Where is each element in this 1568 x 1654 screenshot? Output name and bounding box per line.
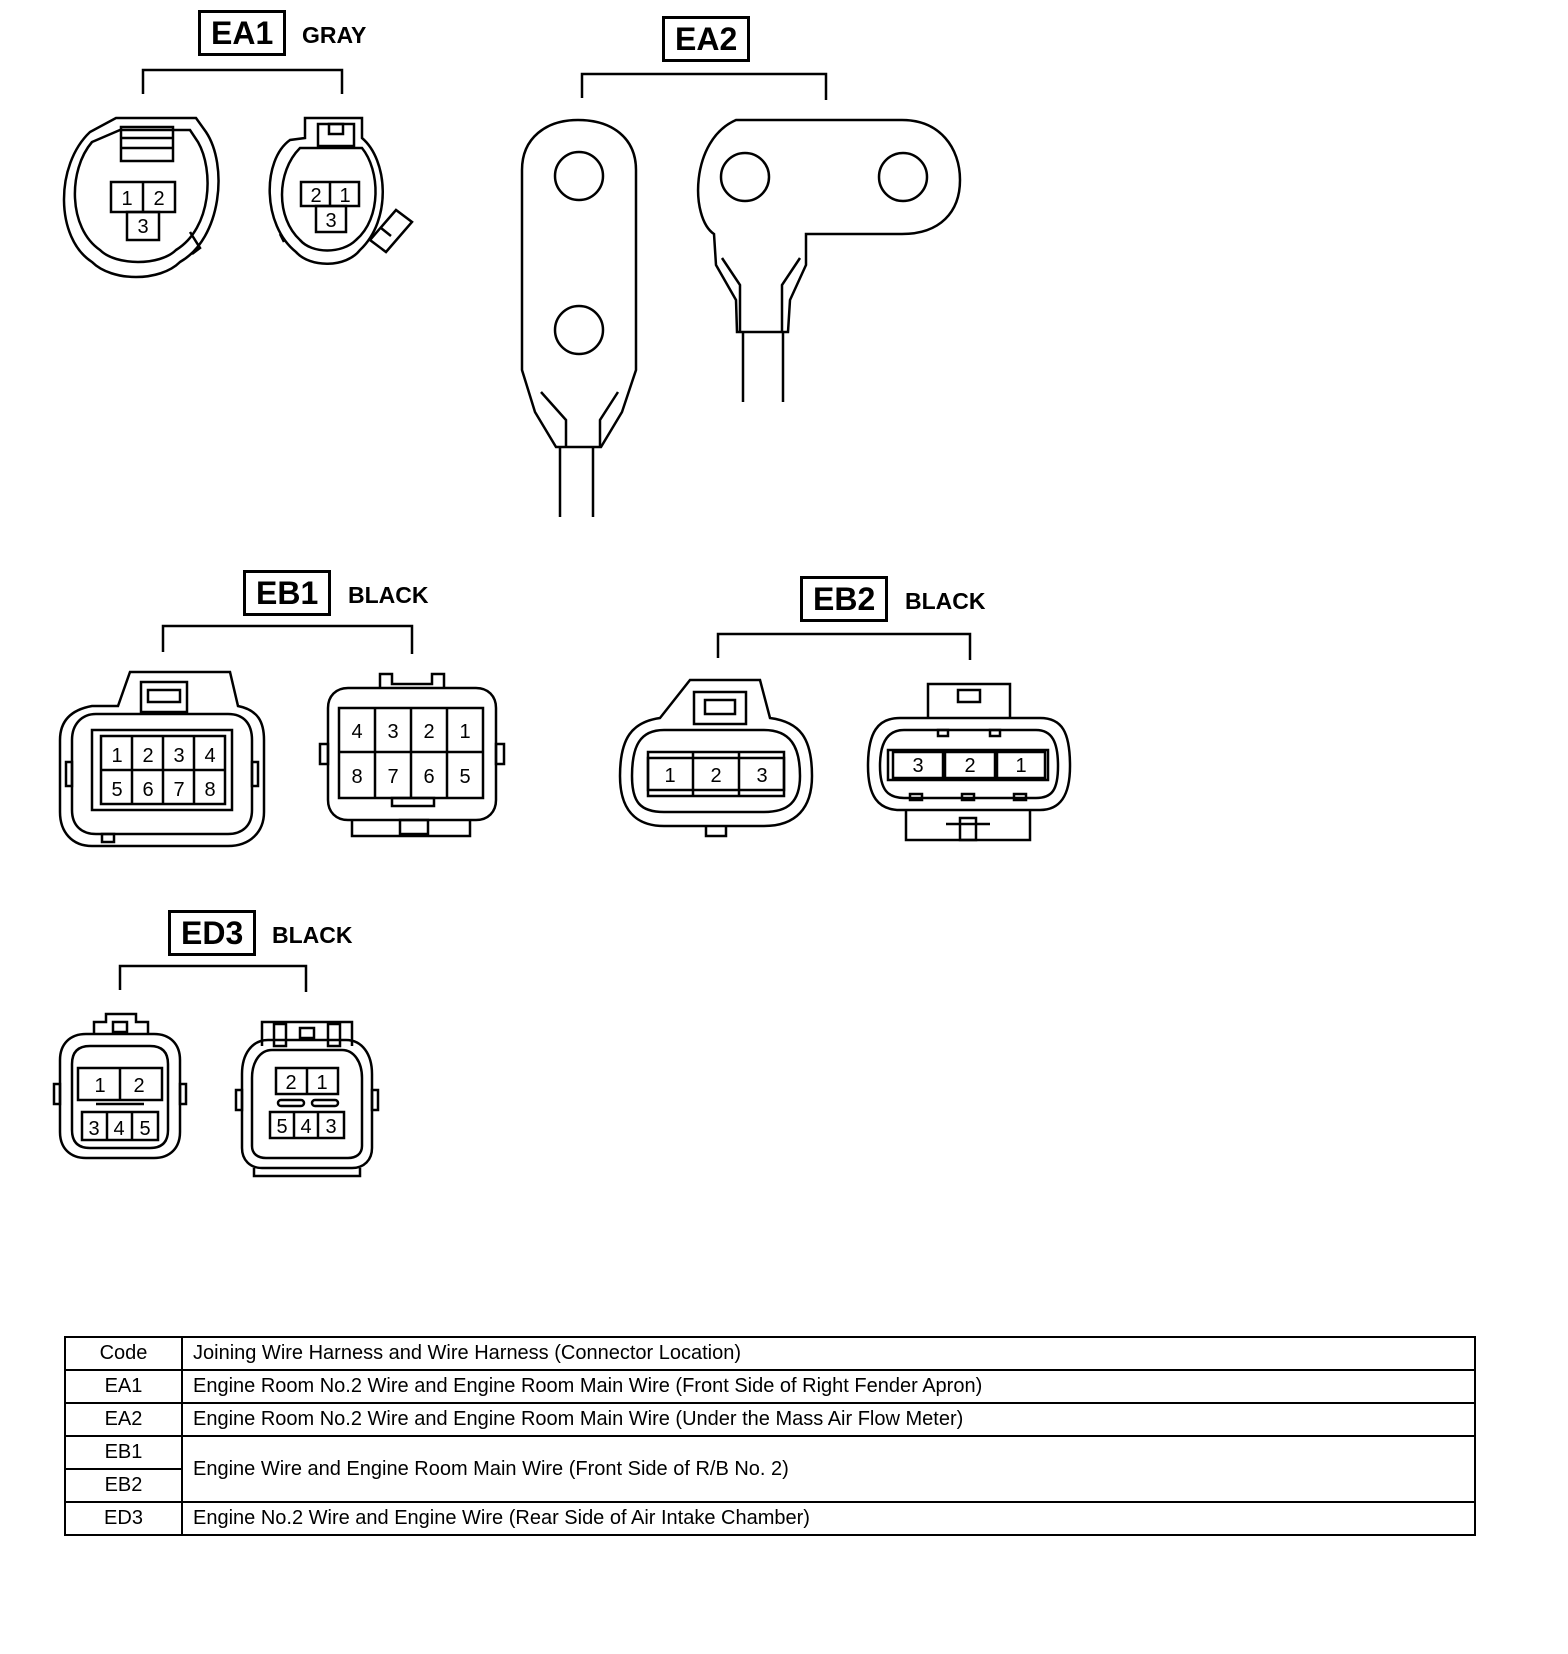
eb1-right-pin: 1 [459, 721, 470, 743]
ed3-right-pin: 3 [325, 1116, 336, 1138]
ed3-left-pin: 5 [139, 1118, 150, 1140]
eb1-right-pin: 2 [423, 721, 434, 743]
row-code: EA2 [64, 1402, 183, 1437]
ed3-left-pin: 3 [88, 1118, 99, 1140]
eb2-left-pin: 2 [710, 765, 721, 787]
eb2-code: EB2 [800, 576, 889, 622]
table-row: EA1 Engine Room No.2 Wire and Engine Roo… [64, 1369, 1476, 1404]
eb2-color: BLACK [905, 588, 986, 614]
row-code: EA1 [64, 1369, 183, 1404]
eb1-left-pin: 2 [142, 745, 153, 767]
ea1-left-pin: 3 [137, 216, 148, 238]
ea1-left-connector [62, 116, 220, 279]
table-row: EB1 Engine Wire and Engine Room Main Wir… [64, 1435, 1476, 1503]
ed3-left-pin: 2 [133, 1075, 144, 1097]
eb1-left-connector [58, 670, 266, 848]
eb1-right-pin: 4 [351, 721, 362, 743]
connector-diagrams: 1 2 3 2 1 3 [52, 68, 1072, 1178]
ea2-right-terminal [696, 118, 962, 402]
ed3-bracket [118, 964, 308, 992]
eb2-right-connector [866, 682, 1072, 842]
eb1-right-connector [318, 672, 506, 838]
row-desc: Engine Room No.2 Wire and Engine Room Ma… [181, 1369, 1476, 1404]
ed3-code: ED3 [168, 910, 257, 956]
header-code: Code [64, 1336, 183, 1371]
row-desc: Engine Wire and Engine Room Main Wire (F… [181, 1435, 1476, 1503]
ea1-right-pin: 1 [339, 185, 350, 207]
row-desc: Engine Room No.2 Wire and Engine Room Ma… [181, 1402, 1476, 1437]
ed3-right-pin: 4 [300, 1116, 311, 1138]
ea2-code: EA2 [662, 16, 751, 62]
eb2-right-pin: 2 [964, 755, 975, 777]
ed3-right-connector [234, 1020, 380, 1178]
eb1-left-pin: 3 [173, 745, 184, 767]
ed3-left-pin: 4 [113, 1118, 124, 1140]
ea1-right-pin: 3 [325, 210, 336, 232]
eb2-right-pin: 3 [912, 755, 923, 777]
ed3-right-pin: 5 [276, 1116, 287, 1138]
ea1-right-pin: 2 [310, 185, 321, 207]
eb2-left-pin: 3 [756, 765, 767, 787]
eb1-left-pin: 7 [173, 779, 184, 801]
eb1-left-pin: 4 [204, 745, 215, 767]
eb2-left-pin: 1 [664, 765, 675, 787]
row-desc: Engine No.2 Wire and Engine Wire (Rear S… [181, 1501, 1476, 1536]
ea1-right-connector [268, 116, 414, 265]
eb1-right-pin: 6 [423, 766, 434, 788]
ed3-left-connector [52, 1012, 188, 1160]
row-code: EB1 [64, 1435, 183, 1470]
eb1-right-pin: 3 [387, 721, 398, 743]
eb1-left-pin: 1 [111, 745, 122, 767]
eb2-bracket [716, 632, 972, 660]
row-code: ED3 [64, 1501, 183, 1536]
eb2-left-connector [618, 678, 814, 838]
ea1-left-pin: 2 [153, 188, 164, 210]
eb1-right-pin: 7 [387, 766, 398, 788]
connector-legend-table: Code Joining Wire Harness and Wire Harne… [64, 1336, 1476, 1536]
table-row: EA2 Engine Room No.2 Wire and Engine Roo… [64, 1402, 1476, 1437]
eb1-code: EB1 [243, 570, 332, 616]
ea1-code: EA1 [198, 10, 287, 56]
table-header-row: Code Joining Wire Harness and Wire Harne… [64, 1336, 1476, 1371]
ea1-bracket [141, 68, 344, 94]
ea2-left-terminal [520, 118, 638, 517]
ea1-left-pin: 1 [121, 188, 132, 210]
eb1-right-pin: 5 [459, 766, 470, 788]
eb1-left-pin: 8 [204, 779, 215, 801]
eb2-right-pin: 1 [1015, 755, 1026, 777]
ed3-right-pin: 1 [316, 1072, 327, 1094]
table-row: ED3 Engine No.2 Wire and Engine Wire (Re… [64, 1501, 1476, 1536]
ea2-bracket [580, 72, 828, 100]
table-row: EB2 [64, 1468, 1475, 1503]
eb1-left-pin: 5 [111, 779, 122, 801]
eb1-right-pin: 8 [351, 766, 362, 788]
row-code: EB2 [64, 1468, 183, 1503]
ed3-left-pin: 1 [94, 1075, 105, 1097]
eb1-bracket [161, 624, 414, 654]
eb1-left-pin: 6 [142, 779, 153, 801]
ea1-color: GRAY [302, 22, 367, 48]
ed3-color: BLACK [272, 922, 353, 948]
ed3-right-pin: 2 [285, 1072, 296, 1094]
eb1-color: BLACK [348, 582, 429, 608]
header-desc: Joining Wire Harness and Wire Harness (C… [181, 1336, 1476, 1371]
